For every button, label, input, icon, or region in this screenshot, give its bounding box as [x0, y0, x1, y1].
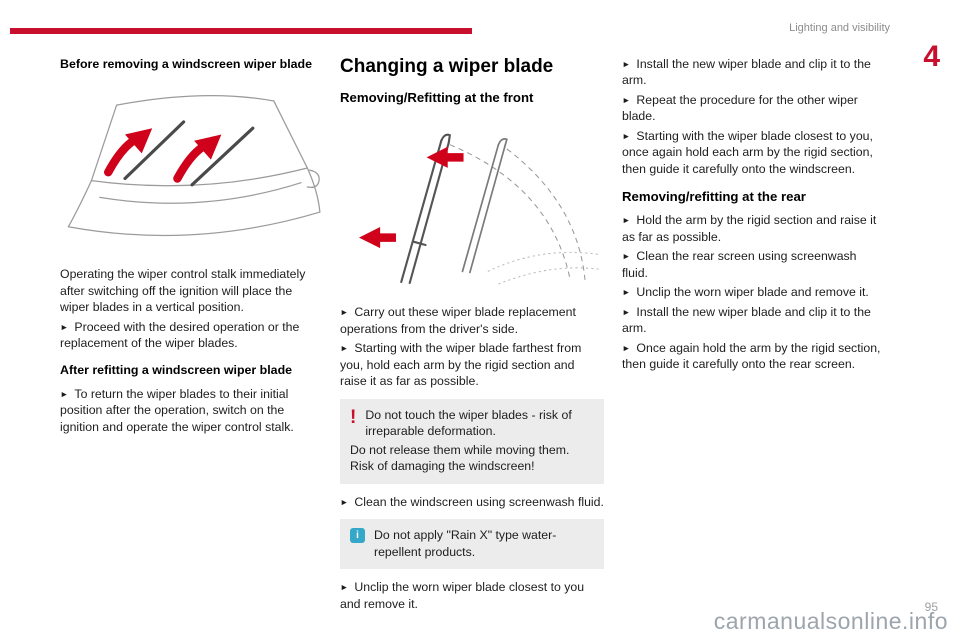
info-icon: i [350, 528, 365, 544]
column-left: Before removing a windscreen wiper blade [60, 56, 322, 438]
instruction-bullet: ►To return the wiper blades to their ini… [60, 386, 322, 435]
bullet-text: Hold the arm by the rigid section and ra… [622, 213, 877, 244]
instruction-bullet: ►Unclip the worn wiper blade closest to … [340, 579, 604, 612]
instruction-bullet: ►Install the new wiper blade and clip it… [622, 304, 884, 337]
instruction-bullet: ►Clean the rear screen using screenwash … [622, 248, 884, 281]
instruction-bullet: ►Hold the arm by the rigid section and r… [622, 212, 884, 245]
bullet-arrow-icon: ► [622, 251, 631, 262]
bullet-text: Starting with the wiper blade farthest f… [340, 341, 582, 389]
instruction-bullet: ►Proceed with the desired operation or t… [60, 319, 322, 352]
bullet-text: Unclip the worn wiper blade closest to y… [340, 580, 585, 611]
instruction-bullet: ►Repeat the procedure for the other wipe… [622, 92, 884, 125]
bullet-arrow-icon: ► [622, 59, 631, 69]
bullet-arrow-icon: ► [622, 94, 631, 105]
column-right: ►Install the new wiper blade and clip it… [622, 56, 884, 376]
heading-before-removing: Before removing a windscreen wiper blade [60, 57, 313, 71]
bullet-arrow-icon: ► [340, 343, 349, 354]
instruction-bullet: ►Once again hold the arm by the rigid se… [622, 340, 884, 373]
instruction-bullet: ► Unclip the worn wiper blade and remove … [622, 284, 884, 300]
bullet-arrow-icon: ► [60, 321, 69, 332]
bullet-arrow-icon: ► [622, 342, 631, 353]
warning-text-2: Do not release them while moving them. R… [350, 442, 570, 474]
heading-removing-rear: Removing/refitting at the rear [622, 189, 806, 205]
bullet-text: Install the new wiper blade and clip it … [622, 57, 871, 88]
bullet-arrow-icon: ► [622, 287, 631, 298]
para-operating-stalk: Operating the wiper control stalk immedi… [60, 267, 306, 315]
watermark: carmanualsonline.info [713, 608, 948, 634]
info-box: i Do not apply "Rain X" type water-repel… [340, 519, 604, 570]
warning-box: ! Do not touch the wiper blades - risk o… [340, 398, 604, 484]
column-middle: Changing a wiper blade Removing/Refittin… [340, 56, 604, 615]
bullet-text: Carry out these wiper blade replacement … [340, 305, 576, 336]
section-title: Changing a wiper blade [340, 56, 554, 77]
bullet-text: Proceed with the desired operation or th… [60, 319, 300, 351]
bullet-text: Once again hold the arm by the rigid sec… [622, 340, 881, 372]
bullet-arrow-icon: ► [340, 307, 349, 318]
bullet-text: Clean the rear screen using screenwash f… [622, 249, 857, 280]
instruction-bullet: ►Carry out these wiper blade replacement… [340, 304, 604, 337]
bullet-text: Unclip the worn wiper blade and remove i… [636, 285, 869, 300]
instruction-bullet: ►Starting with the wiper blade closest t… [622, 128, 884, 177]
bullet-text: Repeat the procedure for the other wiper… [622, 92, 858, 124]
instruction-bullet: ► Clean the windscreen using screenwash f… [340, 494, 604, 510]
bullet-text: To return the wiper blades to their init… [60, 386, 294, 434]
heading-after-refitting: After refitting a windscreen wiper blade [60, 362, 293, 377]
bullet-text: Clean the windscreen using screenwash fl… [354, 494, 604, 509]
info-text: Do not apply "Rain X" type water-repelle… [374, 528, 557, 559]
wiper-blade-replacement-illustration [340, 113, 604, 295]
warning-icon: ! [350, 406, 357, 428]
instruction-bullet: ►Starting with the wiper blade farthest … [340, 340, 604, 389]
bullet-text: Install the new wiper blade and clip it … [622, 304, 871, 336]
page-number: 95 [924, 600, 938, 614]
bullet-arrow-icon: ► [622, 306, 631, 317]
bullet-arrow-icon: ► [622, 130, 631, 141]
bullet-text: Starting with the wiper blade closest to… [622, 128, 873, 176]
heading-removing-front: Removing/Refitting at the front [340, 89, 534, 105]
windscreen-wipers-illustration [60, 80, 322, 256]
bullet-arrow-icon: ► [622, 215, 631, 226]
bullet-arrow-icon: ► [340, 582, 349, 593]
warning-text-1: Do not touch the wiper blades - risk of … [365, 407, 572, 439]
chapter-accent-bar [10, 28, 472, 34]
chapter-number: 4 [923, 40, 940, 73]
running-header: Lighting and visibility [789, 22, 890, 34]
instruction-bullet: ►Install the new wiper blade and clip it… [622, 56, 884, 89]
bullet-arrow-icon: ► [60, 388, 69, 399]
bullet-arrow-icon: ► [340, 496, 349, 507]
